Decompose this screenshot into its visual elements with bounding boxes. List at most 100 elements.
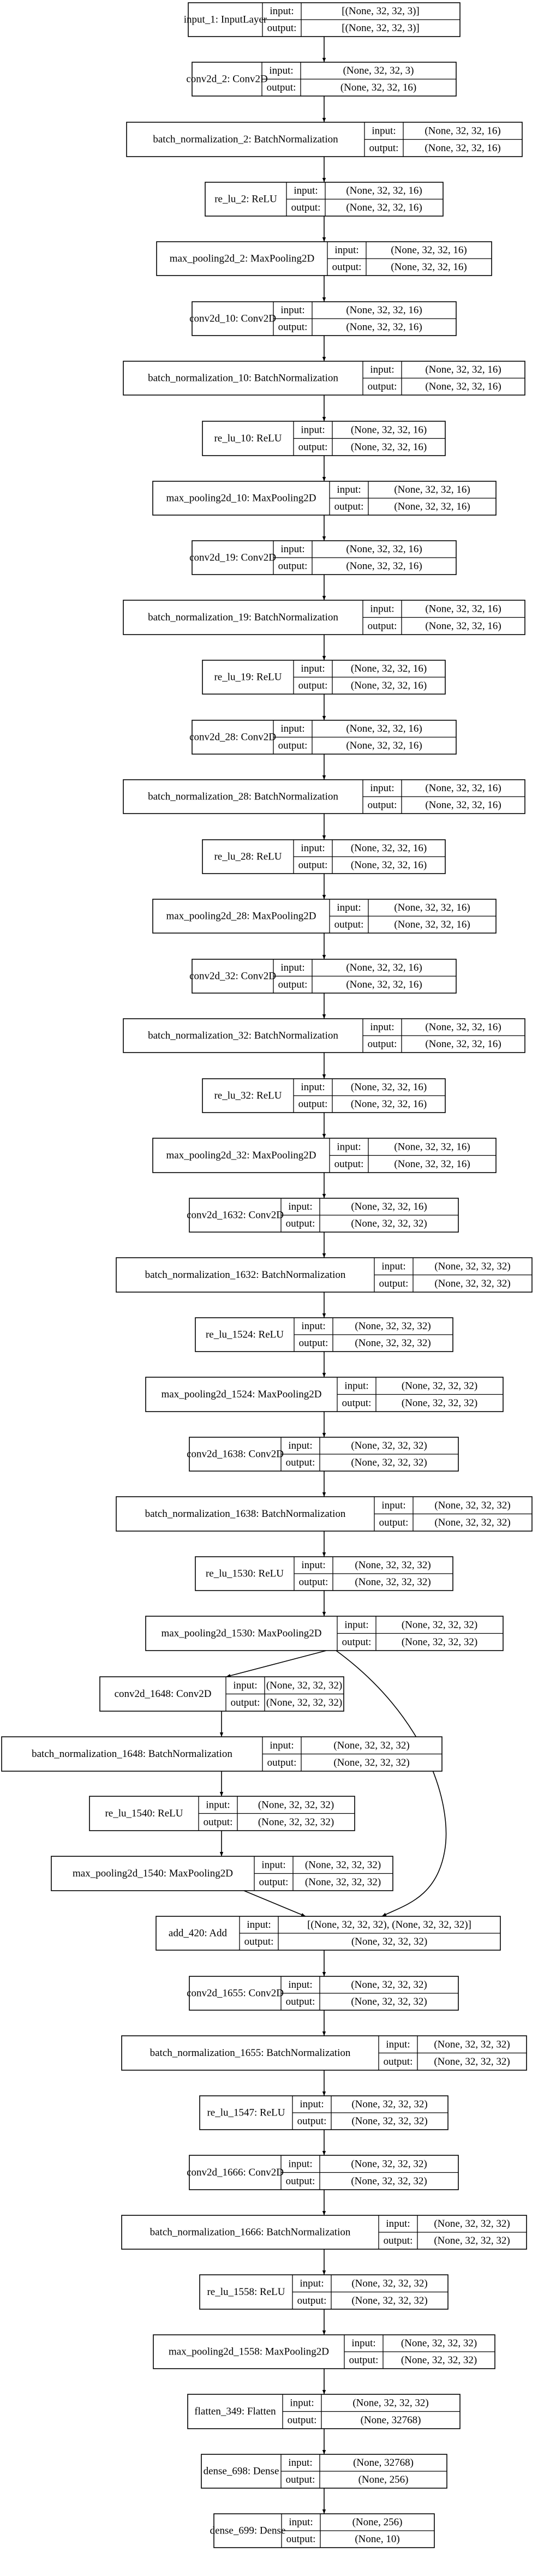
output-shape: (None, 32, 32, 32) xyxy=(351,1936,427,1947)
output-label: output: xyxy=(368,1038,397,1050)
input-label: input: xyxy=(261,1859,285,1870)
input-shape: (None, 32, 32, 16) xyxy=(425,125,500,136)
input-shape: (None, 32, 32, 16) xyxy=(391,244,467,256)
layer-node-conv2d-10: conv2d_10: Conv2D input: output: (None, 32,… xyxy=(189,301,457,336)
output-shape: (None, 32, 32, 16) xyxy=(391,261,467,273)
output-shape: (None, 32, 32, 32) xyxy=(351,1218,427,1229)
layer-name: re_lu_10: ReLU xyxy=(214,433,282,444)
output-label: output: xyxy=(369,142,399,154)
input-label: input: xyxy=(270,5,294,17)
input-shape: [(None, 32, 32, 3)] xyxy=(342,5,419,17)
output-shape: (None, 32, 32, 16) xyxy=(351,859,427,871)
output-label: output: xyxy=(379,1278,409,1289)
output-shape: (None, 32, 32, 16) xyxy=(425,1038,501,1050)
output-label: output: xyxy=(342,1397,372,1409)
input-shape: (None, 32, 32, 16) xyxy=(425,782,501,794)
input-shape: (None, 32, 32, 32) xyxy=(352,2397,428,2408)
layer-name: batch_normalization_1638: BatchNormaliza… xyxy=(145,1508,346,1520)
output-shape: (None, 32, 32, 16) xyxy=(346,321,422,333)
output-label: output: xyxy=(342,1636,372,1648)
input-shape: (None, 32, 32, 16) xyxy=(351,842,427,854)
layer-name: conv2d_10: Conv2D xyxy=(189,313,276,325)
input-label: input: xyxy=(301,663,325,674)
output-shape: (None, 256) xyxy=(358,2474,409,2485)
edge-n27-to-n32 xyxy=(336,1650,447,1917)
output-label: output: xyxy=(297,2115,327,2127)
output-shape: (None, 32, 32, 32) xyxy=(434,1517,510,1528)
output-label: output: xyxy=(278,979,308,990)
input-label: input: xyxy=(370,1021,394,1033)
input-shape: (None, 32, 32, 16) xyxy=(394,1141,470,1152)
input-label: input: xyxy=(288,1201,312,1212)
input-shape: (None, 32, 32, 32) xyxy=(434,1260,510,1272)
output-shape: (None, 32, 32, 32) xyxy=(355,1337,431,1349)
output-shape: (None, 32, 32, 16) xyxy=(351,680,427,691)
layer-name: re_lu_1530: ReLU xyxy=(206,1568,284,1580)
layer-node-max-pooling2d-1540: max_pooling2d_1540: MaxPooling2Dinput:ou… xyxy=(51,1856,393,1891)
output-label: output: xyxy=(286,2474,315,2485)
input-shape: (None, 32, 32, 16) xyxy=(351,1081,427,1093)
edge-n31-to-n32 xyxy=(243,1890,306,1917)
input-shape: (None, 32, 32, 16) xyxy=(346,962,422,973)
input-shape: (None, 32, 32, 16) xyxy=(425,603,501,614)
input-shape: (None, 32, 32, 3) xyxy=(343,65,414,76)
input-shape: (None, 32, 32, 16) xyxy=(351,1201,427,1212)
output-label: output: xyxy=(368,381,397,392)
layer-name: max_pooling2d_1524: MaxPooling2D xyxy=(162,1389,322,1400)
input-shape: (None, 32, 32, 32) xyxy=(351,2158,427,2169)
output-shape: (None, 32768) xyxy=(361,2414,421,2426)
output-shape: (None, 32, 32, 32) xyxy=(402,1397,477,1409)
output-shape: (None, 32, 32, 16) xyxy=(346,202,422,213)
output-label: output: xyxy=(299,1337,328,1349)
layer-name: max_pooling2d_1530: MaxPooling2D xyxy=(162,1628,322,1639)
input-label: input: xyxy=(288,2457,312,2469)
input-shape: (None, 32, 32, 32) xyxy=(402,1619,477,1630)
input-label: input: xyxy=(280,723,304,734)
layer-node-max-pooling2d-28: max_pooling2d_28: MaxPooling2Dinput:outp… xyxy=(152,899,497,934)
layer-name: re_lu_1558: ReLU xyxy=(207,2286,285,2298)
input-label: input: xyxy=(280,962,304,973)
input-label: input: xyxy=(344,1380,368,1391)
output-label: output: xyxy=(244,1936,274,1947)
layer-node-batch-normalization-1655: batch_normalization_1655: BatchNormaliza… xyxy=(121,2035,527,2071)
input-label: input: xyxy=(300,2099,324,2110)
output-label: output: xyxy=(278,321,308,333)
layer-node-batch-normalization-1648: batch_normalization_1648: BatchNormaliza… xyxy=(1,1736,443,1772)
output-label: output: xyxy=(267,82,296,93)
layer-name: max_pooling2d_2: MaxPooling2D xyxy=(170,253,314,265)
input-label: input: xyxy=(301,1320,325,1332)
output-label: output: xyxy=(204,1816,233,1828)
output-shape: (None, 32, 32, 16) xyxy=(425,381,501,392)
layer-name: dense_698: Dense xyxy=(204,2466,279,2477)
output-label: output: xyxy=(379,1517,409,1528)
output-shape: (None, 32, 32, 16) xyxy=(394,501,470,512)
input-label: input: xyxy=(280,304,304,316)
input-label: input: xyxy=(344,1619,368,1630)
input-shape: (None, 32, 32, 32) xyxy=(258,1799,334,1810)
input-label: input: xyxy=(351,2338,375,2349)
input-label: input: xyxy=(301,424,325,435)
layer-node-batch-normalization-1632: batch_normalization_1632: BatchNormaliza… xyxy=(116,1257,533,1293)
output-shape: (None, 32, 32, 16) xyxy=(351,1098,427,1110)
output-shape: (None, 32, 32, 16) xyxy=(340,82,416,93)
input-shape: (None, 32, 32, 16) xyxy=(346,304,422,316)
layer-name: re_lu_19: ReLU xyxy=(214,672,282,683)
layer-name: conv2d_32: Conv2D xyxy=(189,971,276,982)
input-label: input: xyxy=(300,2278,324,2289)
input-label: input: xyxy=(288,1440,312,1451)
layer-name: batch_normalization_1632: BatchNormaliza… xyxy=(145,1269,346,1281)
output-label: output: xyxy=(231,1697,260,1708)
output-label: output: xyxy=(299,1576,328,1588)
layer-name: batch_normalization_2: BatchNormalizatio… xyxy=(153,134,338,145)
input-shape: (None, 32, 32, 32) xyxy=(351,1979,427,1991)
layer-name: conv2d_1638: Conv2D xyxy=(187,1449,284,1460)
input-shape: (None, 32, 32, 16) xyxy=(425,364,501,375)
